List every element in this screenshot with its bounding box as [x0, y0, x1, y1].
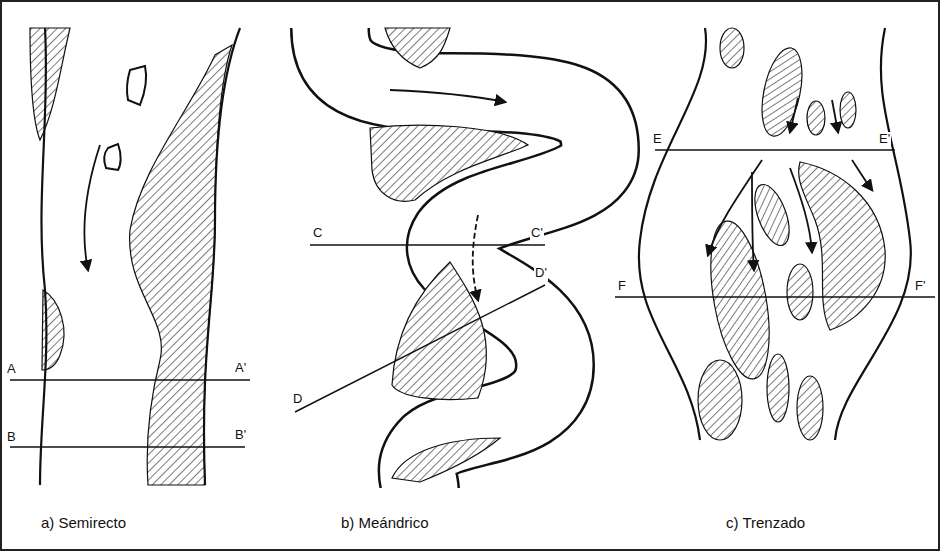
- section-letter: C': [530, 226, 544, 241]
- section-letter: B': [234, 428, 247, 443]
- section-letter: B: [6, 430, 17, 445]
- section-letter: E: [652, 132, 663, 147]
- section-letter: D': [534, 266, 548, 281]
- section-letter: A': [234, 361, 247, 376]
- section-letter: A: [6, 362, 17, 377]
- section-letter: F': [914, 279, 926, 294]
- panel-caption: a) Semirecto: [40, 514, 127, 531]
- section-letter: C: [312, 226, 323, 241]
- section-letter: E': [878, 132, 891, 147]
- panel-caption: b) Meándrico: [340, 514, 430, 531]
- section-letter: F: [617, 279, 627, 294]
- panel-caption: c) Trenzado: [725, 514, 806, 531]
- section-letter: D: [292, 392, 303, 407]
